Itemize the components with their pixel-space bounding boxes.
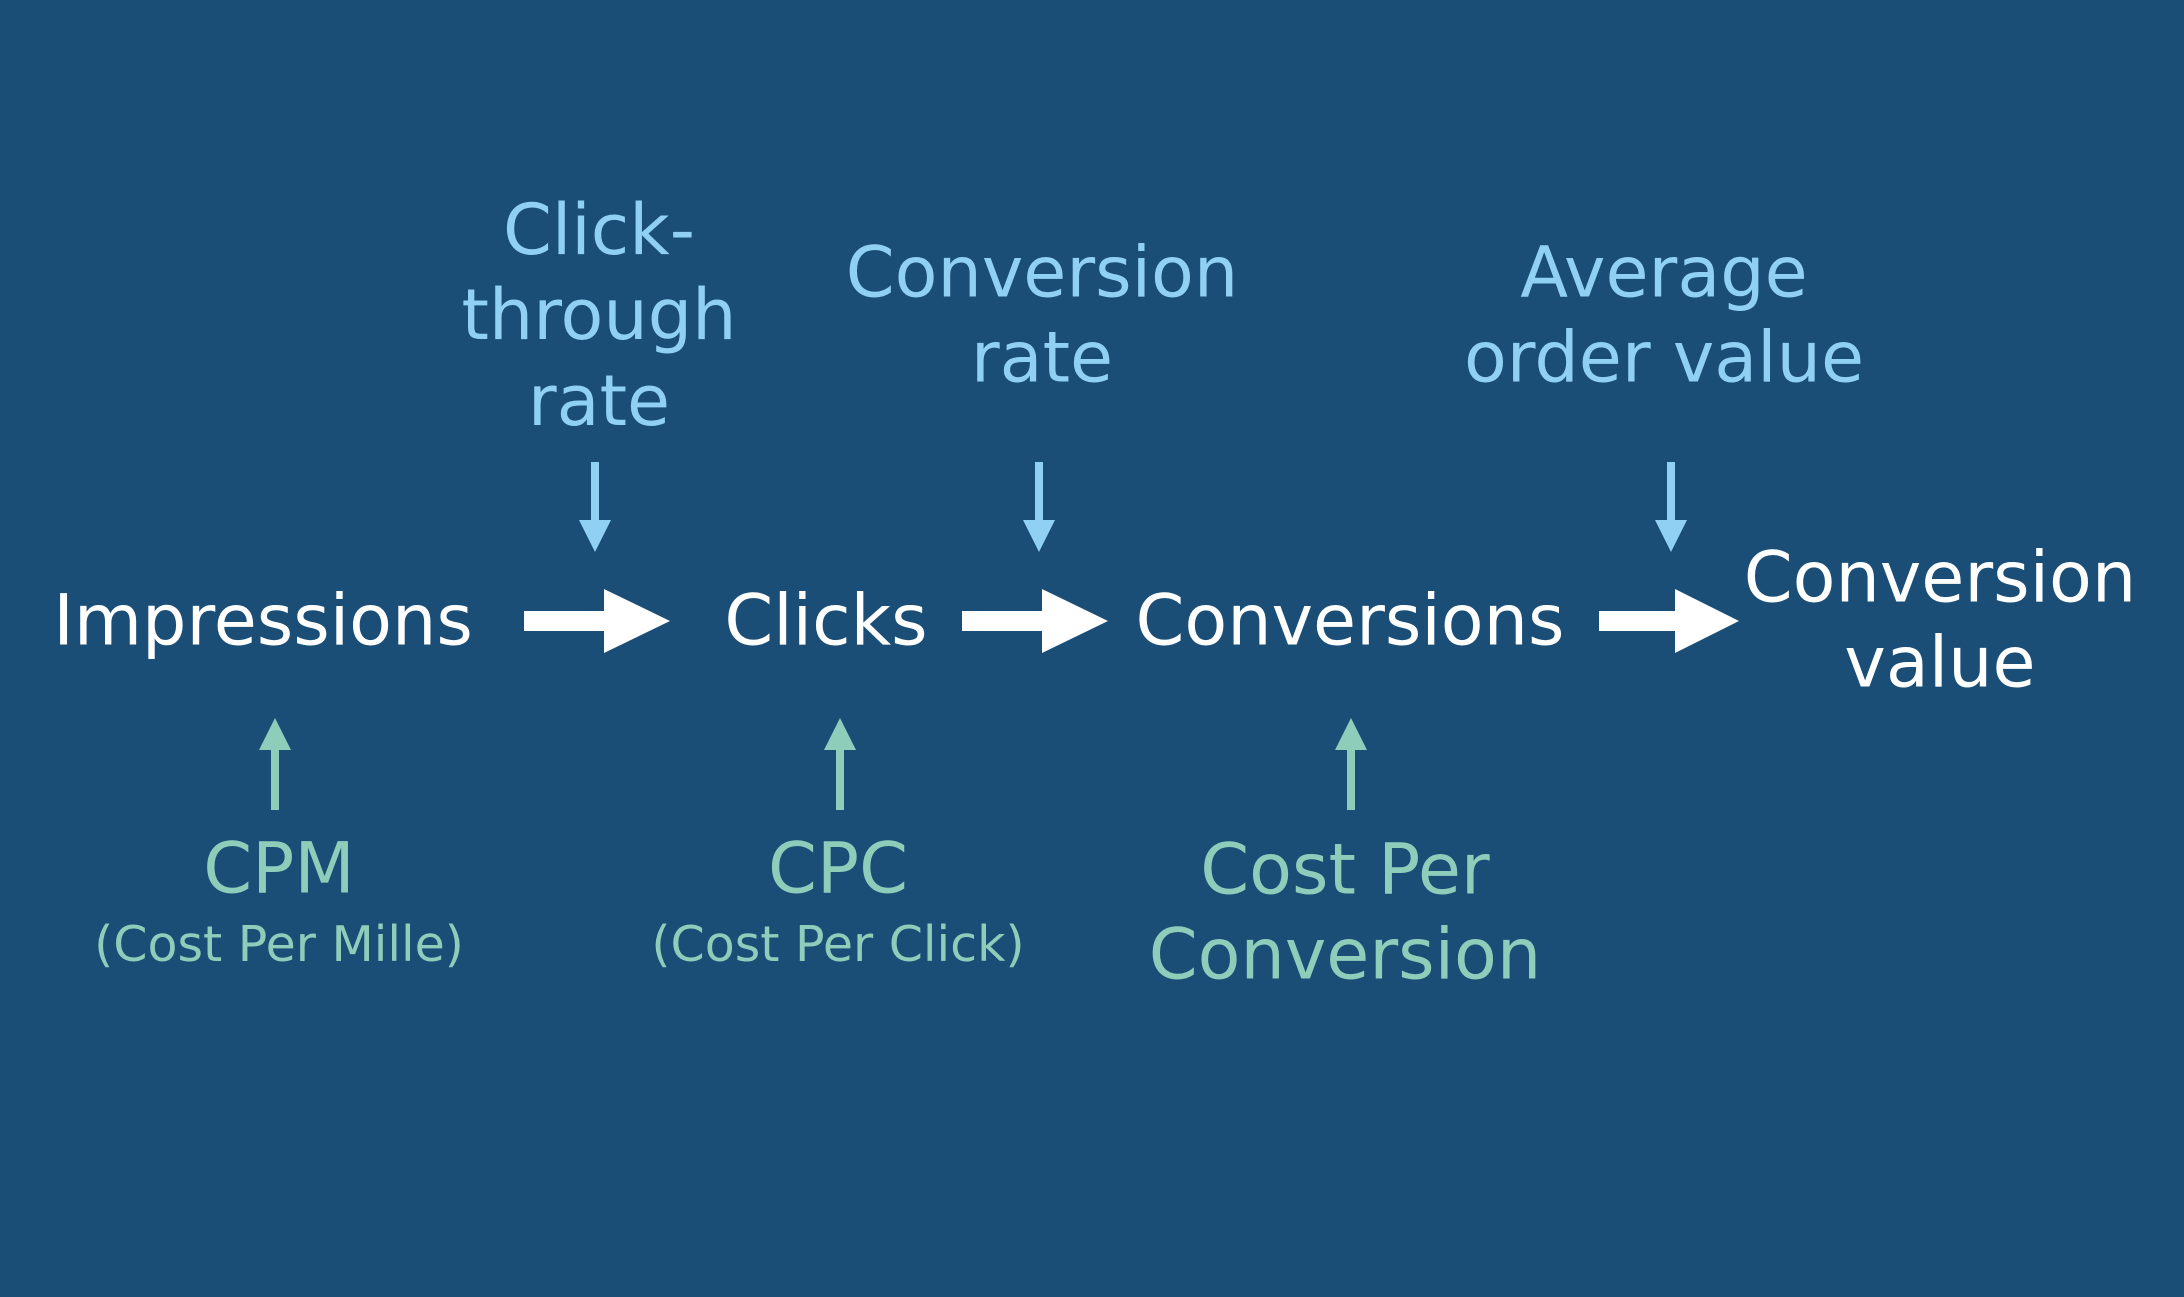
cpm-abbr: CPM xyxy=(203,827,355,910)
ctr-label: Click- through rate xyxy=(461,188,736,444)
stage-conversion-value-line-2: value xyxy=(1844,622,2036,704)
up-arrow-icon xyxy=(824,718,856,810)
right-arrow-icon xyxy=(524,589,670,653)
down-arrow-icon xyxy=(1655,462,1687,552)
cost-per-conversion-line-2: Conversion xyxy=(1148,914,1542,996)
stage-clicks: Clicks xyxy=(724,579,928,662)
conversion-rate-label-line-2: rate xyxy=(970,317,1114,399)
ctr-label-line-1: Click- xyxy=(502,188,696,271)
stage-impressions: Impressions xyxy=(53,579,473,662)
cost-per-conversion-label: Cost Per Conversion xyxy=(1149,828,1541,999)
ctr-label-line-2: through xyxy=(461,274,737,357)
down-arrow-icon xyxy=(579,462,611,552)
cost-per-conversion-line-1: Cost Per xyxy=(1200,828,1490,911)
conversion-rate-label-line-1: Conversion xyxy=(845,231,1239,314)
up-arrow-icon xyxy=(259,718,291,810)
stage-conversion-value-line-1: Conversion xyxy=(1743,536,2137,619)
conversion-rate-label: Conversion rate xyxy=(846,231,1238,402)
right-arrow-icon xyxy=(962,589,1108,653)
up-arrow-icon xyxy=(1335,718,1367,810)
aov-label-line-1: Average xyxy=(1520,231,1808,314)
aov-label: Average order value xyxy=(1464,231,1864,402)
right-arrow-icon xyxy=(1599,589,1739,653)
stage-conversion-value: Conversion value xyxy=(1744,536,2136,707)
down-arrow-icon xyxy=(1023,462,1055,552)
cpm-full: (Cost Per Mille) xyxy=(94,916,464,974)
aov-label-line-2: order value xyxy=(1463,317,1865,399)
cpc-abbr: CPC xyxy=(768,827,908,910)
cpc-full: (Cost Per Click) xyxy=(651,916,1025,974)
ctr-label-line-3: rate xyxy=(527,359,671,442)
stage-conversions: Conversions xyxy=(1135,579,1565,662)
